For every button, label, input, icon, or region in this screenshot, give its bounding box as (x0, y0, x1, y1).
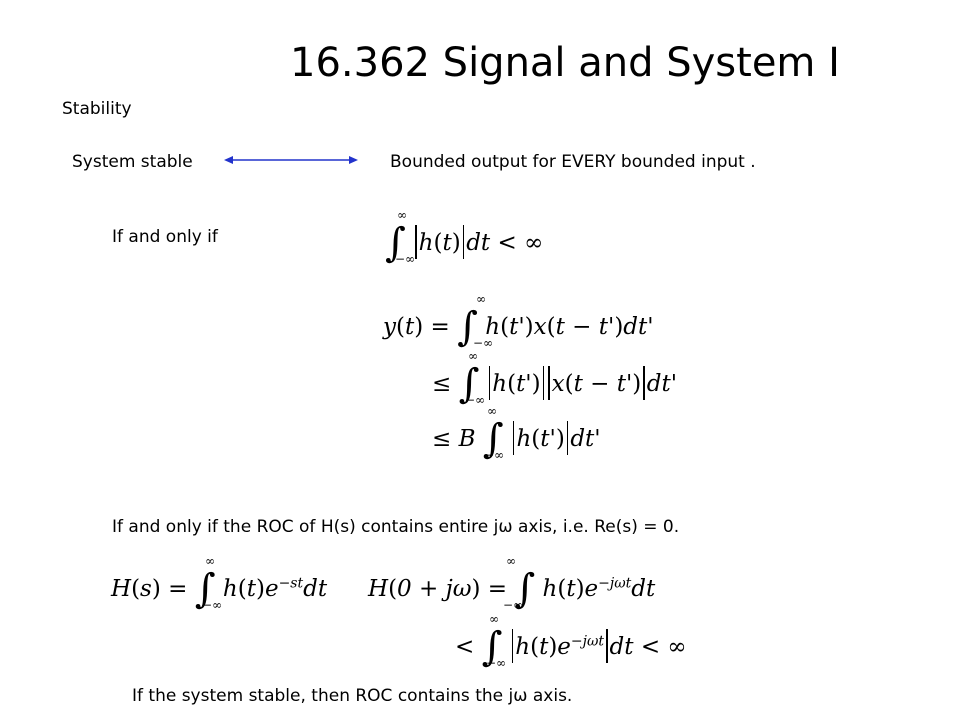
equation-bound-step2: ≤ B ∫∞−∞ h(t')dt' (432, 404, 601, 462)
equation-output-convolution: y(t) = ∫∞−∞ h(t')x(t − t')dt' (383, 292, 654, 350)
section-heading: Stability (62, 99, 132, 119)
equation-bound-step1: ≤ ∫∞−∞ h(t')x(t − t')dt' (432, 349, 678, 407)
double-arrow-icon (224, 156, 358, 164)
equation-stability-condition: ∫∞−∞ h(t)dt < ∞ (385, 208, 544, 266)
equation-laplace-transform: H(s) = ∫∞−∞ h(t)e−stdt (111, 554, 328, 612)
equation-frequency-response: H(0 + jω) = ∫∞−∞ h(t)e−jωtdt (368, 554, 656, 612)
conclusion-statement: If the system stable, then ROC contains … (132, 686, 573, 706)
iff-label: If and only if (112, 227, 218, 247)
iff-roc-statement: If and only if the ROC of H(s) contains … (112, 517, 680, 537)
page-title: 16.362 Signal and System I (290, 40, 840, 86)
bounded-output-text: Bounded output for EVERY bounded input . (390, 152, 756, 172)
system-stable-label: System stable (72, 152, 193, 172)
